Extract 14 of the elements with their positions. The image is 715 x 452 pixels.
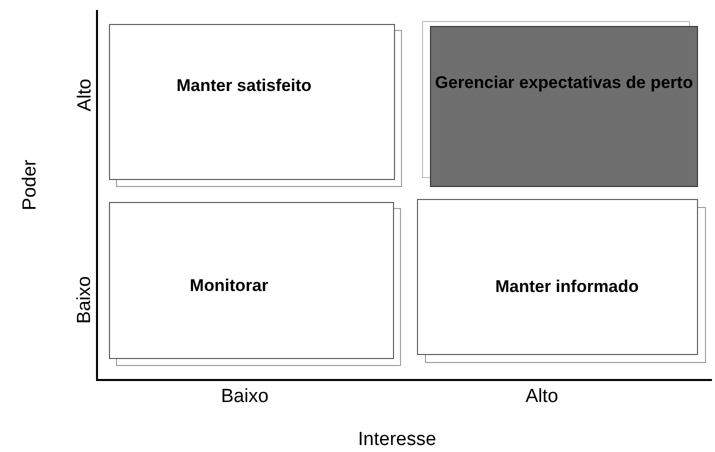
quadrant-box xyxy=(417,199,706,363)
axis-tick-label: Baixo xyxy=(221,386,269,408)
axis-title: Interesse xyxy=(358,429,436,451)
quadrant-label: Monitorar xyxy=(188,275,270,297)
axis-title: Poder xyxy=(18,160,41,210)
quadrant-box xyxy=(422,21,698,187)
axis-tick-label: Alto xyxy=(526,386,558,408)
quadrant-box xyxy=(109,24,403,188)
quadrant-label: Manter satisfeito xyxy=(175,75,313,97)
axis-tick-label: Alto xyxy=(74,78,96,112)
quadrant-label: Gerenciar expectativas de perto xyxy=(434,72,694,94)
axis-tick-label: Baixo xyxy=(74,276,96,324)
quadrant-label: Manter informado xyxy=(494,276,640,298)
quadrant-box xyxy=(109,202,401,366)
